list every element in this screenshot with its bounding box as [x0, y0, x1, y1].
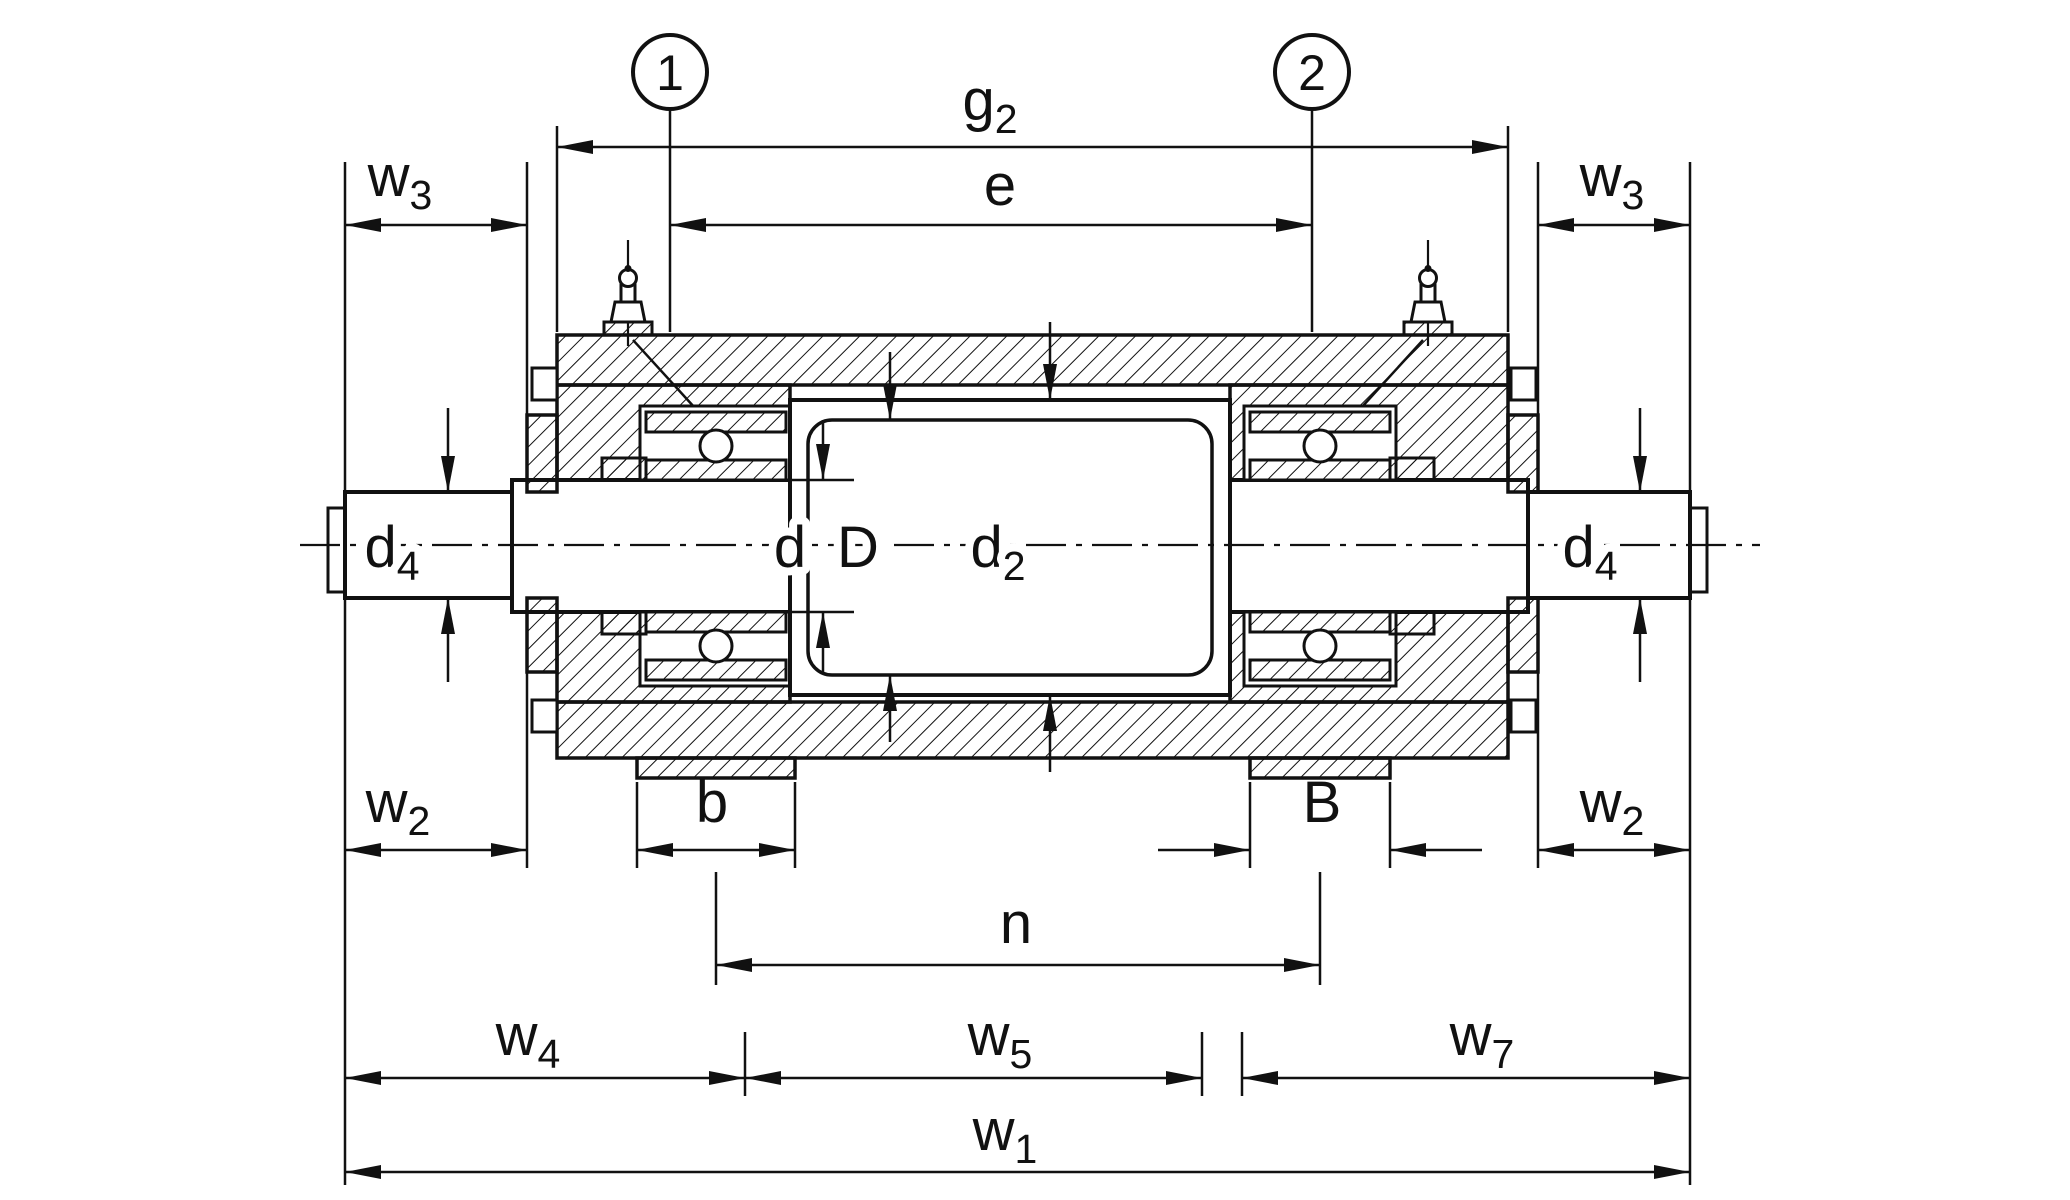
dim-label-w4: w4	[495, 1003, 561, 1077]
bolt-head-bottom-right	[1509, 698, 1538, 734]
grease-channel-right	[1360, 339, 1424, 409]
grease-nipple-left	[609, 240, 647, 350]
grease-nipple-right	[1409, 240, 1447, 350]
dim-label-b: b	[696, 770, 728, 835]
callout-2-number: 2	[1298, 45, 1326, 101]
end-cap-left	[525, 413, 559, 494]
bolt-head-bottom-left	[530, 698, 559, 734]
callout-2-badge	[1273, 33, 1351, 111]
mounting-foot-right	[1248, 756, 1392, 780]
bearings	[600, 404, 1436, 688]
dim-label-w1: w1	[972, 1098, 1038, 1172]
dim-label-w3-right: w3	[1579, 144, 1645, 218]
bolt-head-top-right	[1509, 366, 1538, 402]
dim-label-w3-left: w3	[367, 144, 433, 218]
dim-label-d: d	[774, 515, 806, 580]
dim-label-n: n	[1000, 891, 1032, 956]
callouts: 1 2	[631, 33, 1351, 111]
dim-label-B: B	[1303, 770, 1342, 835]
dim-label-g2: g2	[962, 68, 1017, 142]
dimension-labels: g2 e w3 w3 d4 d4 d D d2 w2 w2 b B n w4 w…	[356, 68, 1645, 1172]
dim-label-w7: w7	[1449, 1003, 1515, 1077]
dim-label-w5: w5	[967, 1003, 1033, 1077]
dim-label-e: e	[984, 153, 1016, 218]
dim-label-w2-right: w2	[1579, 770, 1645, 844]
dim-label-w2-left: w2	[365, 770, 431, 844]
housing-bottom-plate	[555, 700, 1510, 760]
bearing-ball	[698, 628, 734, 664]
callout-1-number: 1	[656, 45, 684, 101]
locking-collar	[600, 456, 648, 482]
shaft-center-section	[788, 398, 1232, 697]
bearing-ball	[698, 428, 734, 464]
callout-1-badge	[631, 33, 709, 111]
bearing-ball	[1302, 428, 1338, 464]
grease-channel-left	[632, 339, 696, 409]
dimension-lines	[345, 140, 1690, 1179]
mounting-foot-left	[635, 756, 797, 780]
bearing-ball	[1302, 628, 1338, 664]
dim-label-D: D	[837, 515, 879, 580]
housing-top-plate	[555, 333, 1510, 387]
end-cap-right	[1506, 413, 1540, 494]
extension-lines	[343, 110, 1692, 1185]
bolt-head-top-left	[530, 366, 559, 402]
